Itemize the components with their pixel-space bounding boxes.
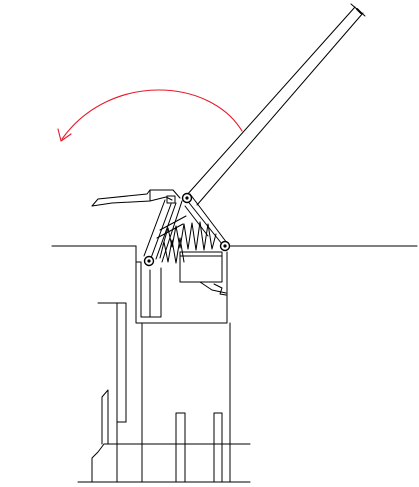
rotation-arrow xyxy=(57,89,243,142)
pivot-bracket xyxy=(143,193,228,263)
mounting-frame xyxy=(97,245,228,324)
pivot-joints xyxy=(143,192,231,267)
pivot-joint-top xyxy=(181,192,193,204)
coil-springs xyxy=(159,221,217,264)
base-plate xyxy=(91,389,251,483)
spring-housing xyxy=(179,251,227,296)
lever-handle xyxy=(185,3,366,206)
pivot-joint-right xyxy=(219,240,231,252)
hinged-lid xyxy=(91,189,181,207)
support-columns xyxy=(116,302,231,483)
pivot-joint-left xyxy=(143,255,155,267)
